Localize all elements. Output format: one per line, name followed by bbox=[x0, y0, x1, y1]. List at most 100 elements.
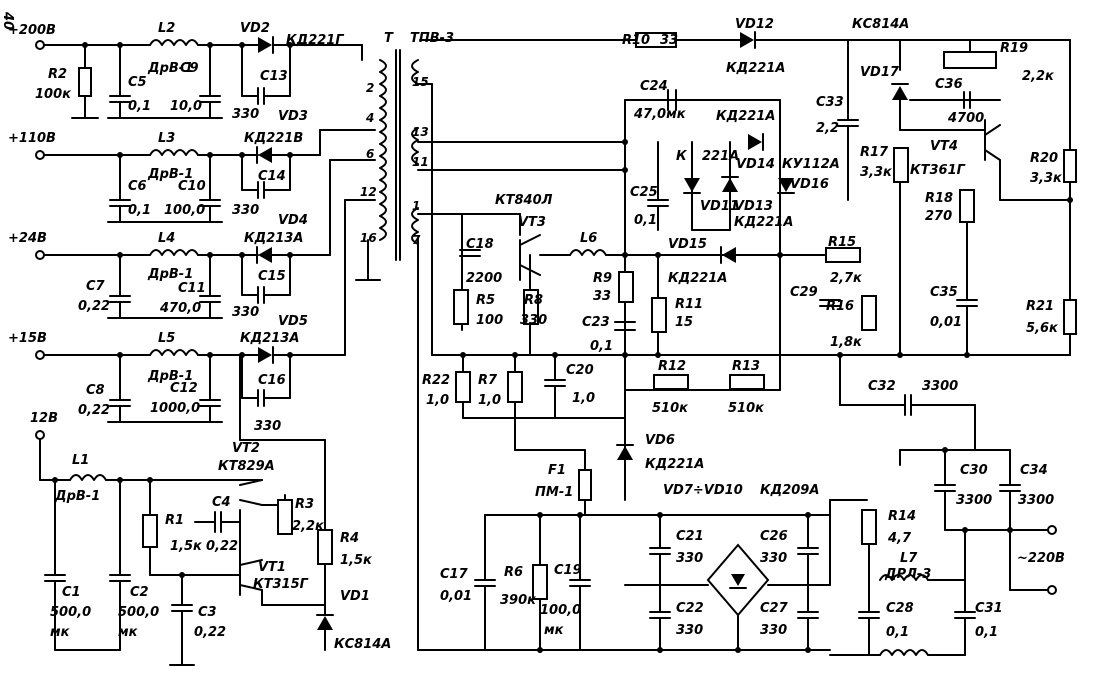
label-c24: C24 bbox=[640, 79, 668, 94]
terminal-15v[interactable] bbox=[35, 350, 45, 360]
label-c10-val: 100,0 bbox=[164, 203, 205, 218]
label-c4: C4 bbox=[212, 495, 231, 510]
label-pin-16: 16 bbox=[360, 231, 377, 245]
label-c31-val: 0,1 bbox=[975, 625, 998, 640]
label-r20: R20 bbox=[1030, 151, 1058, 166]
terminal-12v[interactable] bbox=[35, 430, 45, 440]
label-r3: R3 bbox=[295, 497, 314, 512]
label-r16: R16 bbox=[826, 299, 854, 314]
label-c2: C2 bbox=[130, 585, 149, 600]
label-vd-top-val: КД221А bbox=[716, 109, 775, 124]
terminal-mains-2[interactable] bbox=[1047, 585, 1057, 595]
label-r21: R21 bbox=[1026, 299, 1054, 314]
label-r13: R13 bbox=[732, 359, 760, 374]
label-r14: R14 bbox=[888, 509, 916, 524]
label-200v: +200В bbox=[8, 23, 56, 38]
label-c7-val: 0,22 bbox=[78, 299, 110, 314]
label-c25: C25 bbox=[630, 185, 658, 200]
label-r21-val: 5,6к bbox=[1026, 321, 1059, 336]
label-c13-val: 330 bbox=[232, 107, 259, 122]
label-pin-15: 15 bbox=[412, 75, 429, 89]
label-r13-val: 510к bbox=[728, 401, 765, 416]
label-r22-val: 1,0 bbox=[426, 393, 449, 408]
label-vd3-val: КД221В bbox=[244, 131, 303, 146]
label-vd1: VD1 bbox=[340, 589, 370, 604]
label-24v: +24В bbox=[8, 231, 47, 246]
label-c21: C21 bbox=[676, 529, 704, 544]
label-c15: C15 bbox=[258, 269, 286, 284]
label-vd12: VD12 bbox=[735, 17, 774, 32]
label-c12-val: 1000,0 bbox=[150, 401, 200, 416]
label-l5-val: ДрВ-1 bbox=[147, 369, 193, 384]
label-r7: R7 bbox=[478, 373, 498, 388]
label-c30: C30 bbox=[960, 463, 988, 478]
label-r18-val: 270 bbox=[925, 209, 952, 224]
label-c30-val: 3300 bbox=[956, 493, 992, 508]
label-vd15: VD15 bbox=[668, 237, 707, 252]
label-r20-val: 3,3к bbox=[1030, 171, 1063, 186]
label-vd16-val: КУ112А bbox=[782, 157, 840, 172]
label-c27: C27 bbox=[760, 601, 789, 616]
label-r15-val: 2,7к bbox=[830, 271, 863, 286]
label-l7-val: ДРЛ-3 bbox=[884, 567, 931, 582]
label-c32: C32 bbox=[868, 379, 896, 394]
label-r2-val: 100к bbox=[35, 87, 72, 102]
label-vd6-val: КД221А bbox=[645, 457, 704, 472]
control-wiring bbox=[417, 31, 1077, 656]
label-l5: L5 bbox=[158, 331, 175, 346]
label-t-type: ТПВ-3 bbox=[410, 31, 454, 46]
label-c9: C9 bbox=[180, 61, 199, 76]
label-vd12-val: КД221А bbox=[726, 61, 785, 76]
terminal-24v[interactable] bbox=[35, 250, 45, 260]
label-c8: C8 bbox=[86, 383, 105, 398]
label-c22-val: 330 bbox=[676, 623, 703, 638]
label-c16: C16 bbox=[258, 373, 286, 388]
label-vt4-val: КТ361Г bbox=[910, 163, 966, 178]
label-vd2-val: КД221Г bbox=[286, 33, 344, 48]
label-c14-val: 330 bbox=[232, 203, 259, 218]
label-vd5-val: КД213А bbox=[240, 331, 299, 346]
label-vt4: VT4 bbox=[930, 139, 958, 154]
terminal-200v[interactable] bbox=[35, 40, 45, 50]
label-r9: R9 bbox=[593, 271, 612, 286]
label-vt1-val: КТ315Г bbox=[253, 577, 309, 592]
label-vd2: VD2 bbox=[240, 21, 270, 36]
label-l2: L2 bbox=[158, 21, 175, 36]
label-c16-val: 330 bbox=[254, 419, 281, 434]
label-pin-13: 13 bbox=[412, 125, 429, 139]
label-c1: C1 bbox=[62, 585, 81, 600]
label-r4-val: 1,5к bbox=[340, 553, 373, 568]
label-c27-val: 330 bbox=[760, 623, 787, 638]
label-c34: C34 bbox=[1020, 463, 1048, 478]
label-c28-val: 0,1 bbox=[886, 625, 909, 640]
label-f1: F1 bbox=[548, 463, 566, 478]
label-c14: C14 bbox=[258, 169, 286, 184]
label-c23-val: 0,1 bbox=[590, 339, 613, 354]
label-r18: R18 bbox=[925, 191, 953, 206]
label-c33: C33 bbox=[816, 95, 844, 110]
label-c17-val: 0,01 bbox=[440, 589, 472, 604]
label-c31: C31 bbox=[975, 601, 1003, 616]
label-c11-val: 470,0 bbox=[159, 301, 201, 316]
output-terminals bbox=[35, 40, 45, 440]
label-pin-7: 7 bbox=[412, 233, 421, 247]
transformer-t bbox=[355, 49, 626, 651]
terminal-mains-1[interactable] bbox=[1047, 525, 1057, 535]
label-r10-val: 33 bbox=[660, 33, 678, 48]
label-vd11: VD11 bbox=[700, 199, 739, 214]
label-r19: R19 bbox=[1000, 41, 1028, 56]
stabilizer-12v bbox=[39, 354, 334, 666]
label-r8: R8 bbox=[524, 293, 543, 308]
label-vd7-10-val: КД209А bbox=[760, 483, 819, 498]
label-c17: C17 bbox=[440, 567, 469, 582]
label-vt2: VT2 bbox=[232, 441, 260, 456]
label-c21-val: 330 bbox=[676, 551, 703, 566]
label-vd15-val: КД221А bbox=[668, 271, 727, 286]
terminal-110v[interactable] bbox=[35, 150, 45, 160]
label-r17: R17 bbox=[860, 145, 889, 160]
label-c29: C29 bbox=[790, 285, 818, 300]
label-vt2-val: КТ829А bbox=[218, 459, 275, 474]
label-vd13: VD13 bbox=[734, 199, 773, 214]
label-c5: C5 bbox=[128, 75, 147, 90]
label-node-k: К bbox=[676, 149, 688, 164]
